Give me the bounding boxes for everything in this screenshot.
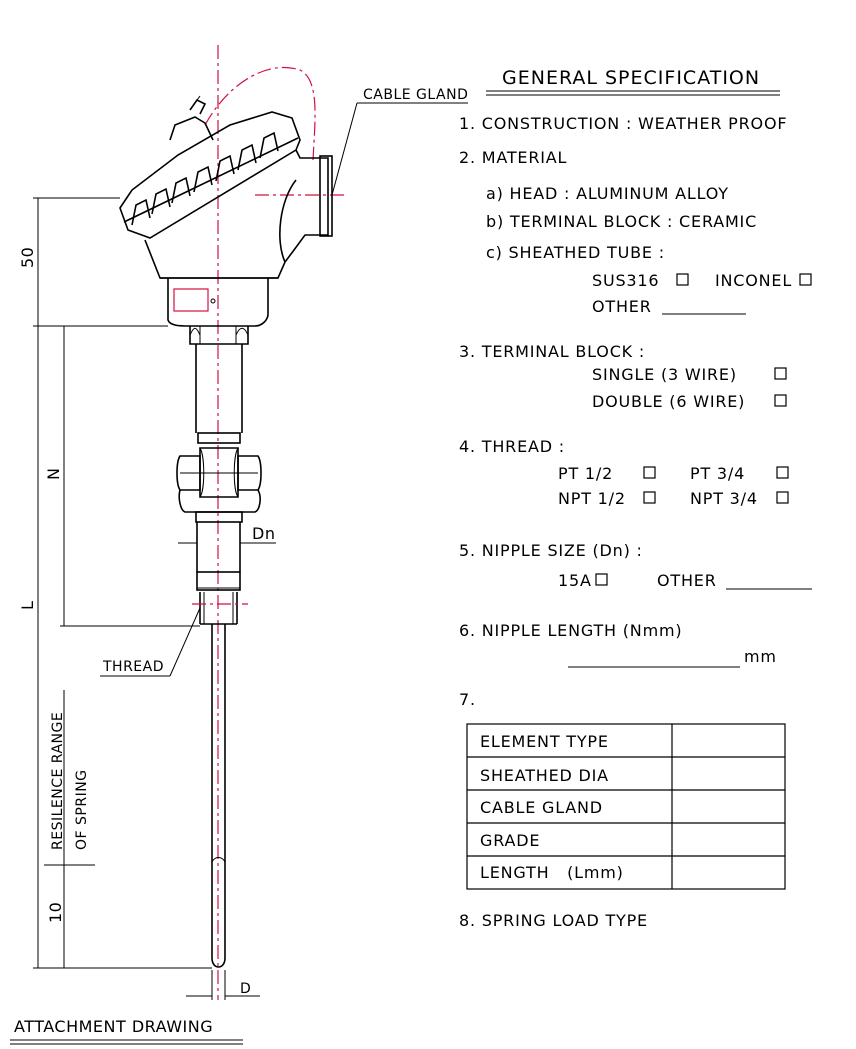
caption-text: ATTACHMENT DRAWING — [14, 1017, 213, 1036]
spec-item-2a: a) HEAD : ALUMINUM ALLOY — [486, 184, 729, 203]
thermocouple-drawing: 50 L N Dn THREAD RES — [10, 45, 468, 1045]
option-pt34: PT 3/4 — [690, 464, 745, 483]
spec-item-1: 1. CONSTRUCTION : WEATHER PROOF — [459, 114, 787, 133]
unit-mm: mm — [744, 647, 777, 666]
thread-leader: THREAD — [100, 607, 201, 677]
lower-nipple — [196, 522, 241, 591]
dimension-50-label: 50 — [18, 247, 37, 268]
spec-item-2: 2. MATERIAL — [459, 148, 567, 167]
option-pt12: PT 1/2 — [558, 464, 613, 483]
spec-table: ELEMENT TYPE SHEATHED DIA CABLE GLAND GR… — [466, 723, 786, 890]
of-spring-label: OF SPRING — [74, 769, 90, 850]
option-single: SINGLE (3 WIRE) — [592, 365, 737, 384]
dimension-10-label: 10 — [46, 902, 65, 923]
checkbox-pt12[interactable] — [643, 466, 656, 479]
dimension-dn-label: Dn — [252, 524, 275, 543]
checkbox-15a[interactable] — [595, 573, 608, 586]
dimension-l-label: L — [18, 601, 37, 610]
upper-hex-nut — [189, 326, 249, 345]
table-row-grade: GRADE — [480, 831, 540, 850]
dimension-dn: Dn — [178, 524, 276, 544]
spec-item-6: 6. NIPPLE LENGTH (Nmm) — [459, 621, 682, 640]
option-other-nipple: OTHER — [657, 571, 717, 590]
resilience-range-label: RESILENCE RANGE — [50, 712, 66, 850]
spec-item-2c: c) SHEATHED TUBE : — [486, 243, 665, 262]
dimension-l: L — [18, 326, 212, 969]
table-row-element-type: ELEMENT TYPE — [480, 732, 609, 751]
table-row-length: LENGTH (Lmm) — [480, 863, 624, 882]
spec-title: GENERAL SPECIFICATION — [502, 67, 760, 89]
spec-item-2b: b) TERMINAL BLOCK : CERAMIC — [486, 212, 757, 231]
checkbox-single[interactable] — [774, 367, 787, 380]
option-npt12: NPT 1/2 — [558, 489, 626, 508]
spec-item-3: 3. TERMINAL BLOCK : — [459, 342, 645, 361]
option-npt34: NPT 3/4 — [690, 489, 758, 508]
option-15a: 15A — [558, 571, 592, 590]
option-double: DOUBLE (6 WIRE) — [592, 392, 745, 411]
union-fitting — [176, 447, 262, 523]
checkbox-sus316[interactable] — [676, 273, 689, 286]
option-sus316: SUS316 — [592, 271, 659, 290]
spec-item-4: 4. THREAD : — [459, 437, 565, 456]
cable-gland-leader: CABLE GLAND — [331, 87, 468, 196]
dimension-50: 50 — [18, 197, 168, 327]
option-inconel: INCONEL — [715, 271, 792, 290]
dimension-resilience: RESILENCE RANGE OF SPRING 10 — [44, 690, 95, 968]
nipple-tube — [195, 344, 243, 444]
checkbox-npt12[interactable] — [643, 491, 656, 504]
table-row-cable-gland: CABLE GLAND — [480, 798, 603, 817]
attachment-drawing-caption: ATTACHMENT DRAWING — [10, 1017, 243, 1045]
general-specification: GENERAL SPECIFICATION 1. CONSTRUCTION : … — [459, 67, 812, 930]
sheath-tube — [211, 624, 226, 968]
head-marker — [173, 288, 209, 312]
thread-section — [192, 592, 248, 625]
dimension-d: D — [186, 970, 260, 1000]
spec-item-8: 8. SPRING LOAD TYPE — [459, 911, 648, 930]
checkbox-inconel[interactable] — [799, 273, 812, 286]
terminal-head-body — [144, 149, 333, 327]
dimension-n: N — [44, 326, 200, 627]
cable-loop-arc — [204, 66, 316, 161]
cable-gland-label: CABLE GLAND — [363, 87, 468, 103]
thread-label: THREAD — [102, 659, 164, 675]
option-other-tube: OTHER — [592, 297, 652, 316]
terminal-head-cap — [119, 95, 301, 239]
spec-item-5: 5. NIPPLE SIZE (Dn) : — [459, 541, 643, 560]
dimension-d-label: D — [240, 981, 251, 997]
table-row-sheathed-dia: SHEATHED DIA — [480, 766, 609, 785]
checkbox-double[interactable] — [774, 394, 787, 407]
checkbox-pt34[interactable] — [776, 466, 789, 479]
spec-item-7: 7. — [459, 690, 476, 709]
checkbox-npt34[interactable] — [776, 491, 789, 504]
dimension-n-label: N — [44, 468, 63, 480]
